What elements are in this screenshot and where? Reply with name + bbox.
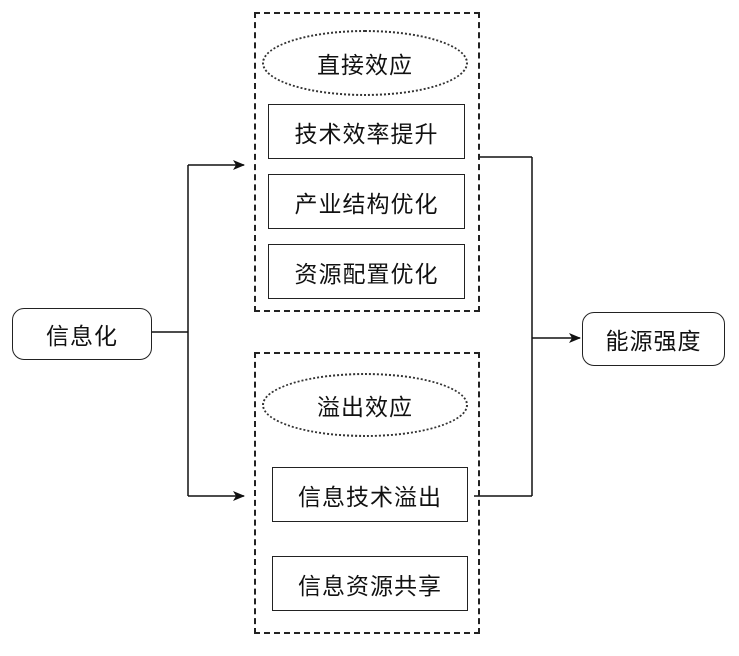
node-industrial-structure: 产业结构优化 bbox=[268, 174, 465, 229]
spillover-effect-group bbox=[254, 352, 480, 634]
node-energy-intensity-label: 能源强度 bbox=[605, 329, 702, 355]
node-tech-efficiency: 技术效率提升 bbox=[268, 104, 465, 159]
direct-effect-title: 直接效应 bbox=[262, 30, 468, 96]
node-informatization: 信息化 bbox=[12, 308, 152, 360]
node-info-tech-spillover: 信息技术溢出 bbox=[272, 467, 468, 522]
node-info-resource-sharing: 信息资源共享 bbox=[272, 556, 468, 611]
node-resource-allocation: 资源配置优化 bbox=[268, 244, 465, 299]
direct-effect-group bbox=[254, 12, 480, 312]
node-informatization-label: 信息化 bbox=[46, 324, 118, 350]
node-energy-intensity: 能源强度 bbox=[582, 312, 725, 366]
spillover-effect-title: 溢出效应 bbox=[262, 373, 468, 437]
